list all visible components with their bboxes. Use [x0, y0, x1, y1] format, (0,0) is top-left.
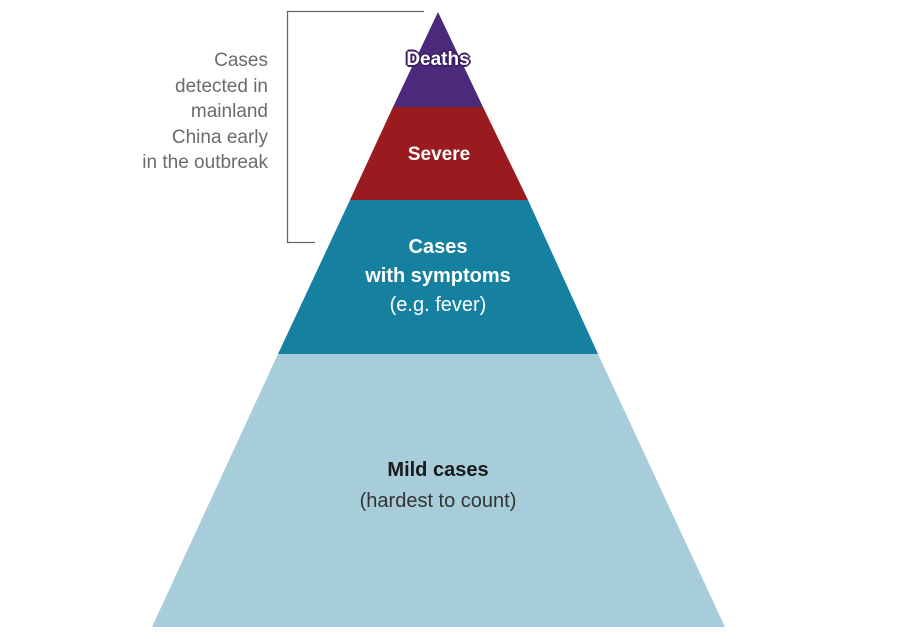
symptoms-label-line1: Cases: [408, 236, 468, 258]
symptoms-label-line2: with symptoms: [365, 265, 511, 287]
annotation-line: Cases: [214, 50, 268, 71]
tier-severe: [350, 107, 528, 200]
mild-sublabel: (hardest to count): [359, 490, 517, 512]
symptoms-label: Cases with symptoms (e.g. fever): [288, 233, 588, 320]
bracket: [286, 10, 424, 244]
annotation-line: mainland: [190, 101, 268, 122]
severe-label: Severe: [407, 144, 471, 165]
annotation-text: Cases detected in mainland China early i…: [142, 48, 268, 176]
symptoms-sublabel: (e.g. fever): [389, 294, 487, 316]
mild-label: Mild cases (hardest to count): [288, 455, 588, 517]
tier-mild: [152, 354, 725, 627]
annotation-line: China early: [171, 126, 268, 148]
annotation-line: detected in: [175, 75, 268, 97]
annotation-line: in the outbreak: [142, 152, 268, 173]
deaths-label: Deaths: [406, 49, 470, 70]
tier-symptoms: [278, 200, 598, 354]
tier-deaths: [393, 12, 483, 107]
mild-label-title: Mild cases: [387, 459, 489, 481]
